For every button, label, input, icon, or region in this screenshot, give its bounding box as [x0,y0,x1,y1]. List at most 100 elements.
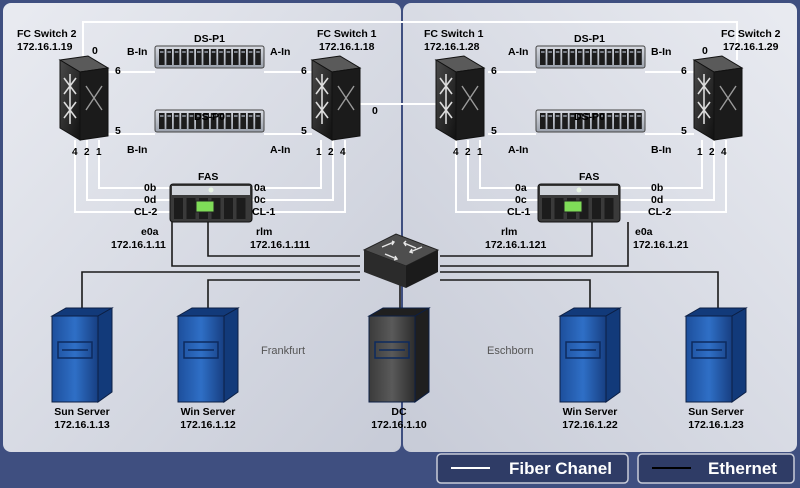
port-label: 6 [491,65,497,77]
legend-ethernet [637,453,795,484]
port-label: 5 [115,125,121,137]
fc-switch-icon [310,55,362,141]
labels: FC Switch 2 172.16.1.19 FC Switch 1 172.… [17,28,781,431]
server-name: DC [391,406,407,418]
server-icon [367,307,431,403]
port-label: 0d [651,194,663,206]
port-label: 0b [651,182,663,194]
server-name: Sun Server [54,406,109,418]
switch-name: FC Switch 1 [317,28,377,40]
port-label: A-In [270,144,290,156]
fc-switch-icon [434,55,486,141]
port-label: CL-2 [134,206,157,218]
switch-ip: 172.16.1.19 [17,41,73,53]
server-name: Sun Server [688,406,743,418]
port-label: B-In [127,46,147,58]
disk-shelf-icon [154,109,265,133]
port-label: 5 [491,125,497,137]
switch-ip: 172.16.1.28 [424,41,480,53]
port-label: 0b [144,182,156,194]
ip-label: 172.16.1.121 [485,239,546,251]
server-icon [176,307,240,403]
port-label: CL-1 [252,206,275,218]
legend-fiber-label: Fiber Chanel [509,459,612,478]
port-label: 5 [681,125,687,137]
server-ip: 172.16.1.10 [371,419,427,431]
port-label: A-In [508,46,528,58]
port-label: 6 [681,65,687,77]
disk-shelf-icon [154,45,265,69]
server-icon [50,307,114,403]
ethernet-links [81,222,719,308]
fc-switch-icon [692,55,744,141]
port-label: B-In [651,46,671,58]
port-label: 4 [72,147,78,158]
port-label: 1 [96,147,102,158]
fc-switch-icon [58,55,110,141]
server-ip: 172.16.1.22 [562,419,618,431]
port-label: 0d [144,194,156,206]
ethernet-switch-icon [362,233,440,288]
disk-shelves [154,45,646,133]
port-label: A-In [270,46,290,58]
port-label: 0c [254,194,266,206]
fas-label: FAS [579,171,599,183]
shelf-label: DS-P0 [194,111,225,123]
port-label: 5 [301,125,307,137]
port-label: 1 [316,147,322,158]
servers [50,307,748,403]
fas-label: FAS [198,171,218,183]
fc-switches [58,55,744,141]
port-label: 2 [84,147,90,158]
ip-label: 172.16.1.11 [111,239,166,251]
port-label: B-In [651,144,671,156]
port-label: 1 [477,147,483,158]
port-label: rlm [501,226,517,238]
port-label: B-In [127,144,147,156]
port-label: 0 [702,45,708,57]
shelf-label: DS-P0 [574,111,605,123]
server-name: Win Server [563,406,618,418]
port-label: rlm [256,226,272,238]
server-ip: 172.16.1.12 [180,419,236,431]
switch-ip: 172.16.1.18 [319,41,375,53]
port-label: 2 [465,147,471,158]
port-label: 4 [721,147,727,158]
port-label: 1 [697,147,703,158]
server-icon [684,307,748,403]
legend-ethernet-label: Ethernet [708,459,777,478]
port-label: 4 [453,147,459,158]
site-label-eschborn: Eschborn [487,345,533,357]
ip-label: 172.16.1.111 [250,239,310,251]
switch-name: FC Switch 2 [721,28,781,40]
port-label: 4 [340,147,346,158]
site-label-frankfurt: Frankfurt [261,345,305,357]
server-ip: 172.16.1.23 [688,419,744,431]
shelf-label: DS-P1 [194,33,225,45]
port-label: e0a [635,226,653,238]
switch-name: FC Switch 2 [17,28,77,40]
port-label: 2 [328,147,334,158]
server-icon [558,307,622,403]
port-label: e0a [141,226,159,238]
port-label: CL-2 [648,206,671,218]
legend: Fiber Chanel Ethernet [436,453,795,484]
fas-storage-icon [537,183,621,223]
shelf-label: DS-P1 [574,33,605,45]
port-label: 0c [515,194,527,206]
legend-fiber [436,453,629,484]
port-label: 2 [709,147,715,158]
server-name: Win Server [181,406,236,418]
fas-controllers [169,183,621,223]
fas-storage-icon [169,183,253,223]
port-label: A-In [508,144,528,156]
port-label: 0a [254,182,266,194]
server-ip: 172.16.1.13 [54,419,110,431]
switch-name: FC Switch 1 [424,28,484,40]
switch-ip: 172.16.1.29 [723,41,779,53]
port-label: 0 [92,45,98,57]
port-label: 6 [301,65,307,77]
port-label: 0a [515,182,527,194]
ip-label: 172.16.1.21 [633,239,689,251]
